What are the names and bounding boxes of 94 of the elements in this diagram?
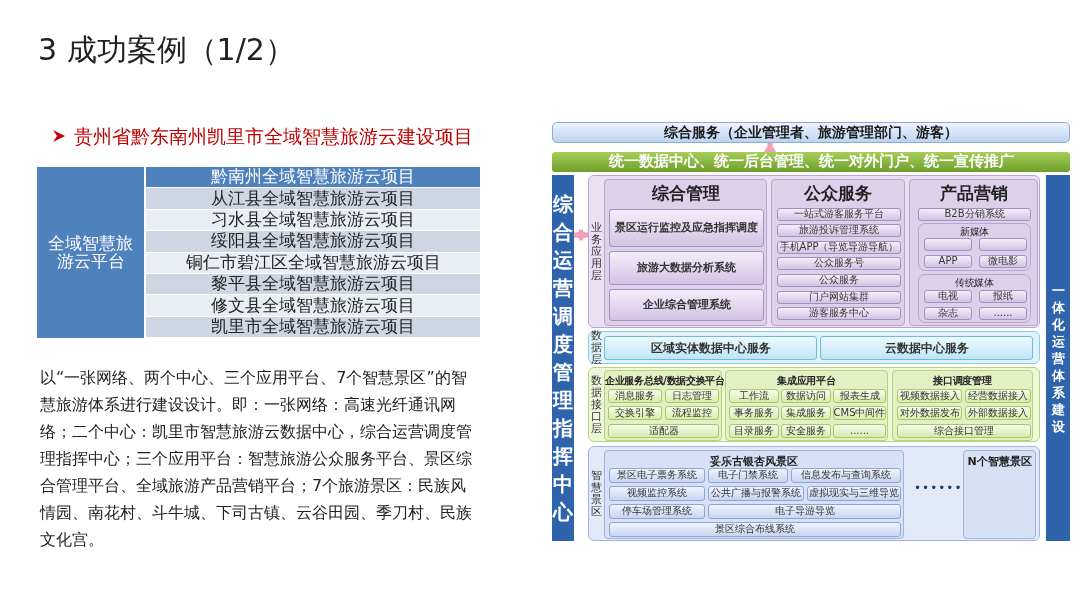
group-panel (604, 370, 722, 441)
system-box: 景区运行监控及应急指挥调度 (609, 209, 764, 247)
system-box: ...... (833, 424, 886, 438)
system-box: 目录服务 (729, 424, 779, 438)
system-box: 公共广播与报警系统 (708, 486, 804, 501)
system-box: 一站式游客服务平台 (777, 208, 901, 221)
subtitle: 贵州省黔东南州凯里市全域智慧旅游云建设项目 (74, 124, 473, 149)
service-bar: 综合服务（企业管理者、旅游管理部门、游客） (552, 122, 1070, 143)
system-box: 公众服务 (777, 274, 901, 287)
layer-label: 业务应用层 (591, 221, 602, 282)
ellipsis-text: •••••• (914, 481, 963, 495)
group-panel (892, 370, 1033, 441)
system-box: 景区综合布线系统 (609, 522, 901, 537)
panel-title: 新媒体 (958, 225, 991, 239)
system-box: 电子导游导览 (708, 504, 901, 519)
system-box: 综合接口管理 (897, 424, 1031, 438)
system-box: APP (924, 255, 972, 268)
system-box: 企业综合管理系统 (609, 289, 764, 321)
system-box: 视频数据接入 (897, 389, 962, 403)
system-box: 信息发布与查询系统 (791, 468, 901, 483)
system-box: 门户网站集群 (777, 291, 901, 304)
system-box: 事务服务 (729, 406, 779, 420)
group-panel: N个智慧景区 (963, 450, 1036, 539)
system-box: 杂志 (924, 307, 972, 320)
system-box: 区域实体数据中心服务 (604, 336, 817, 360)
system-box: 手机APP（导览导游导航） (777, 241, 901, 254)
table-cell: 全域智慧旅游云平台 (37, 167, 144, 338)
panel-title: 接口调度管理 (932, 374, 993, 388)
panel-title: 妥乐古银杏风景区 (709, 454, 799, 469)
system-box: CMS中间件 (833, 406, 886, 420)
table-cell: 铜仁市碧江区全域智慧旅游云项目 (146, 252, 480, 273)
system-box: 对外数据发布 (897, 406, 962, 420)
system-box: 经营数据接入 (965, 389, 1031, 403)
table-cell: 习水县全域智慧旅游云项目 (146, 209, 480, 231)
panel-title: 集成应用平台 (776, 374, 837, 388)
system-box: 流程监控 (665, 406, 719, 420)
system-box: 视频监控系统 (609, 486, 705, 501)
table-cell: 修文县全域智慧旅游云项目 (146, 295, 480, 316)
table-cell: 黔南州全域智慧旅游云项目 (146, 167, 480, 188)
system-box: 消息服务 (608, 389, 662, 403)
table-cell: 绥阳县全域智慧旅游云项目 (146, 231, 480, 252)
system-box: 数据访问 (781, 389, 831, 403)
group-panel (725, 370, 888, 441)
panel-title: 产品营销 (938, 182, 1009, 205)
system-box: 旅游大数据分析系统 (609, 251, 764, 285)
group-panel (771, 179, 905, 326)
layer-label: 数据接口层 (591, 374, 602, 435)
layer-panel (588, 331, 1040, 364)
blank-box (924, 238, 972, 251)
system-box: 交换引擎 (608, 406, 662, 420)
blank-box (979, 238, 1027, 251)
side-column: 综合运营调度管理指挥中心 (552, 175, 574, 541)
system-box: B2B分销系统 (918, 208, 1031, 221)
table-cell: 从江县全域智慧旅游云项目 (146, 188, 480, 209)
system-box: 安全服务 (781, 424, 831, 438)
arrow (764, 142, 776, 152)
system-box: 电视 (924, 290, 972, 303)
layer-label: 智慧景区 (591, 469, 602, 518)
layer-panel (588, 367, 1040, 442)
system-box: 电子门禁系统 (708, 468, 788, 483)
system-box: 景区电子票务系统 (609, 468, 705, 483)
panel-title: 传统媒体 (954, 276, 995, 290)
slide-title: 3 成功案例（1/2） (38, 31, 295, 69)
paragraph: 以“一张网络、两个中心、三个应用平台、7个智慧景区”的智慧旅游体系进行建设设计。即：一张网络：高速光纤通讯网络；二个中心：凯里市智慧旅游云数据中心，综合运营调度管理指挥中心；三个应用平台：智慧旅游公众服务平台、景区综合管理平台、全域旅游产品营销平台；7个旅游景区：民族风情园、南花村、斗牛城、下司古镇、云谷田园、季刀村、民族文化宫。 (40, 367, 473, 551)
group-panel (604, 450, 904, 539)
system-box: 报纸 (979, 290, 1027, 303)
system-box: 虚拟现实与三维导览 (807, 486, 901, 501)
group-panel (918, 274, 1031, 323)
group-panel (909, 179, 1038, 326)
group-panel (604, 179, 767, 326)
system-box: 集成服务 (781, 406, 831, 420)
banner-bar: 统一数据中心、统一后台管理、统一对外门户、统一宣传推广 (552, 152, 1070, 172)
system-box: ...... (979, 307, 1027, 320)
layer-panel (588, 175, 1040, 328)
system-box: 外部数据接入 (965, 406, 1031, 420)
system-box: 微电影 (979, 255, 1027, 268)
system-box: 游客服务中心 (777, 307, 901, 320)
layer-panel (588, 446, 1040, 541)
system-box: 云数据中心服务 (820, 336, 1033, 360)
panel-title: 公众服务 (803, 182, 873, 205)
system-box: 停车场管理系统 (609, 504, 705, 519)
system-box: 公众服务号 (777, 257, 901, 270)
table-cell: 凯里市全域智慧旅游云项目 (146, 316, 480, 338)
system-box: 工作流 (729, 389, 779, 403)
panel-title: 综合管理 (650, 182, 721, 205)
system-box: 旅游投诉管理系统 (777, 224, 901, 237)
table-cell: 黎平县全域智慧旅游云项目 (146, 274, 480, 295)
arrow (573, 229, 589, 241)
side-column: 一体化运营体系建设 (1046, 175, 1070, 541)
system-box: 报表生成 (833, 389, 886, 403)
system-box: 适配器 (608, 424, 719, 438)
system-box: 日志管理 (665, 389, 719, 403)
group-panel (918, 223, 1031, 271)
layer-label: 数据层 (591, 329, 602, 366)
